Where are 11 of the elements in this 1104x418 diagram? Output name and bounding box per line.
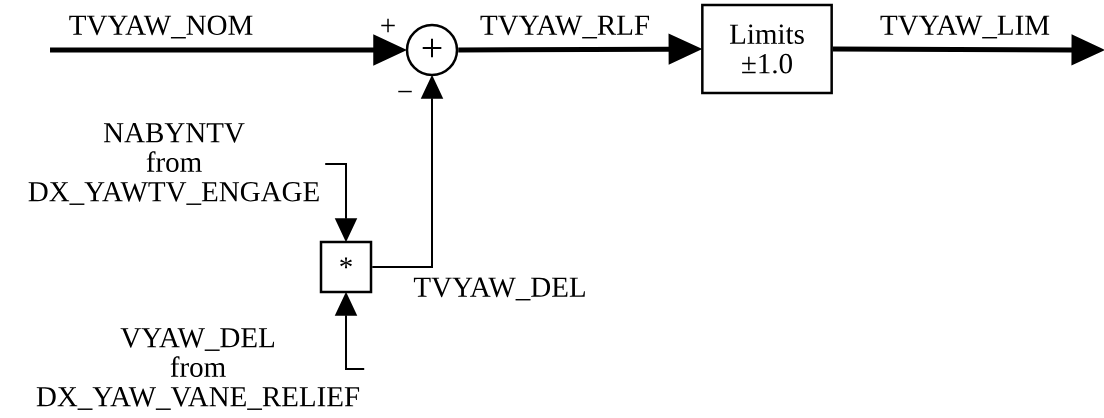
sign-label: −: [398, 90, 412, 93]
limiter-box: Limits ±1.0: [701, 3, 833, 95]
signal-text: NABYNTV from DX_YAWTV_ENGAGE: [28, 123, 319, 205]
edge-label: TVYAW_NOM: [69, 15, 253, 39]
edge-label: TVYAW_LIM: [880, 15, 1050, 39]
edge-label: TVYAW_RLF: [480, 15, 649, 39]
summing-junction: +: [405, 23, 459, 77]
signal-text: VYAW_DEL from DX_YAW_VANE_RELIEF: [36, 328, 360, 410]
edge-label: TVYAW_DEL: [413, 277, 585, 301]
multiplier-box: *: [319, 240, 373, 294]
sign-label: +: [381, 18, 395, 33]
